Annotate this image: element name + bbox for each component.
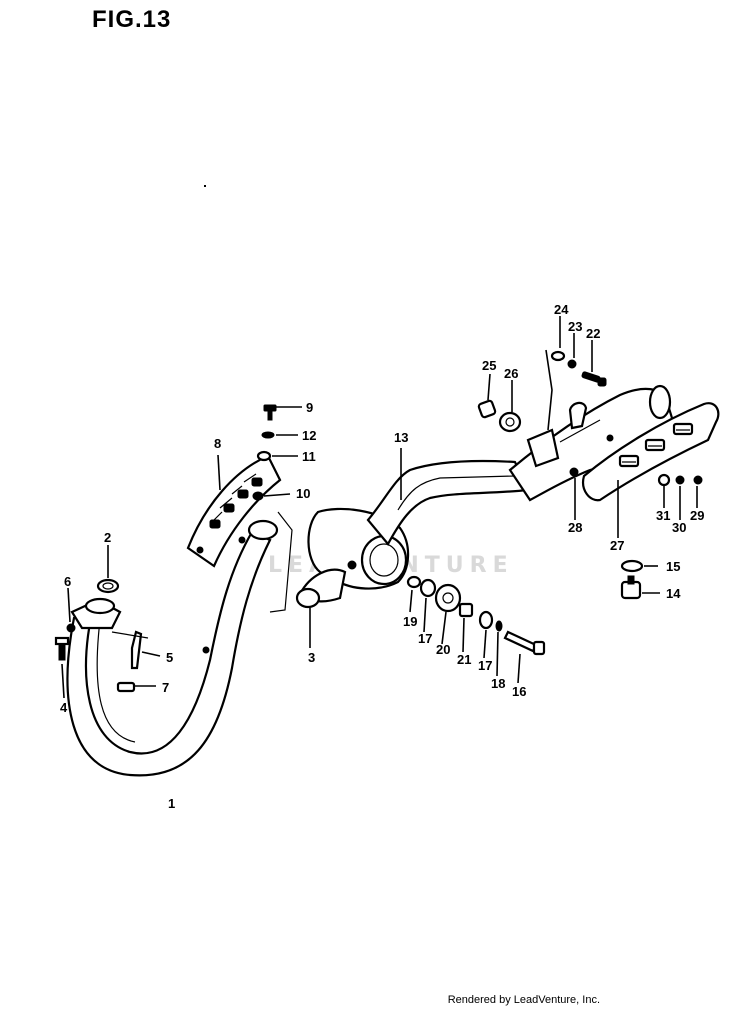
callout-6: 6	[64, 574, 71, 589]
bracket	[526, 401, 588, 468]
collar-25	[477, 399, 497, 419]
nut-10	[252, 491, 264, 501]
bolt-16	[503, 630, 546, 656]
callout-20: 20	[436, 642, 450, 657]
callout-24: 24	[554, 302, 569, 317]
washer-17b	[478, 610, 494, 630]
washer-23	[567, 359, 577, 369]
callout-31: 31	[656, 508, 670, 523]
callout-19: 19	[403, 614, 417, 629]
grommet-26	[498, 411, 522, 433]
washer-6	[66, 623, 76, 633]
callout-29: 29	[690, 508, 704, 523]
heat-shield-silencer	[582, 402, 720, 502]
callout-8: 8	[214, 436, 221, 451]
heat-shield-pipe	[186, 454, 282, 568]
callout-27: 27	[610, 538, 624, 553]
leader-lines	[61, 316, 698, 699]
callout-17b: 17	[478, 658, 492, 673]
washer-31	[657, 473, 671, 487]
footer-credit: Rendered by LeadVenture, Inc.	[447, 994, 600, 1006]
callout-17a: 17	[418, 631, 432, 646]
washer-17a	[419, 578, 437, 598]
bushing-20	[434, 583, 462, 613]
callout-23: 23	[568, 319, 582, 334]
callout-25: 25	[482, 358, 496, 373]
callout-7: 7	[162, 680, 169, 695]
callout-10: 10	[296, 486, 310, 501]
callout-1: 1	[168, 796, 175, 811]
callout-12: 12	[302, 428, 316, 443]
head-pipe	[66, 530, 272, 777]
nut	[116, 681, 136, 693]
callout-30: 30	[672, 520, 686, 535]
figure-title: FIG.13	[92, 6, 172, 33]
callout-16: 16	[512, 684, 526, 699]
screw-29	[693, 475, 703, 485]
stud-bolt	[111, 630, 149, 670]
callout-15: 15	[666, 559, 680, 574]
bolt-14	[620, 575, 642, 600]
callout-26: 26	[504, 366, 518, 381]
washer-19	[406, 575, 422, 589]
callout-21: 21	[457, 652, 471, 667]
callout-13: 13	[394, 430, 408, 445]
callout-4: 4	[60, 700, 68, 715]
gasket	[96, 578, 120, 594]
pipe-flange	[70, 597, 122, 630]
nut-28	[569, 467, 579, 477]
washer-15	[620, 559, 644, 573]
bolt-4	[54, 636, 70, 661]
callout-18: 18	[491, 676, 505, 691]
callout-28: 28	[568, 520, 582, 535]
washer-18	[495, 620, 503, 632]
callout-22: 22	[586, 326, 600, 341]
washer-30	[675, 475, 685, 485]
screw-9	[263, 404, 277, 421]
callout-9: 9	[306, 400, 313, 415]
washer-12	[261, 431, 275, 439]
callout-11: 11	[302, 449, 316, 464]
callout-3: 3	[308, 650, 315, 665]
callout-2: 2	[104, 530, 111, 545]
callout-14: 14	[666, 586, 681, 601]
mid-pipe	[366, 459, 530, 546]
washer-11	[256, 450, 272, 462]
callout-5: 5	[166, 650, 173, 665]
stray-dot	[204, 185, 206, 187]
connector-sleeve	[247, 511, 293, 613]
callout-labels: 1 2 3 4 5 6 7 8 9 10 11 12 13 14 15 16 1…	[60, 302, 704, 811]
washer-24	[550, 350, 566, 362]
bolt-22	[581, 371, 607, 387]
collar-21	[458, 602, 474, 618]
